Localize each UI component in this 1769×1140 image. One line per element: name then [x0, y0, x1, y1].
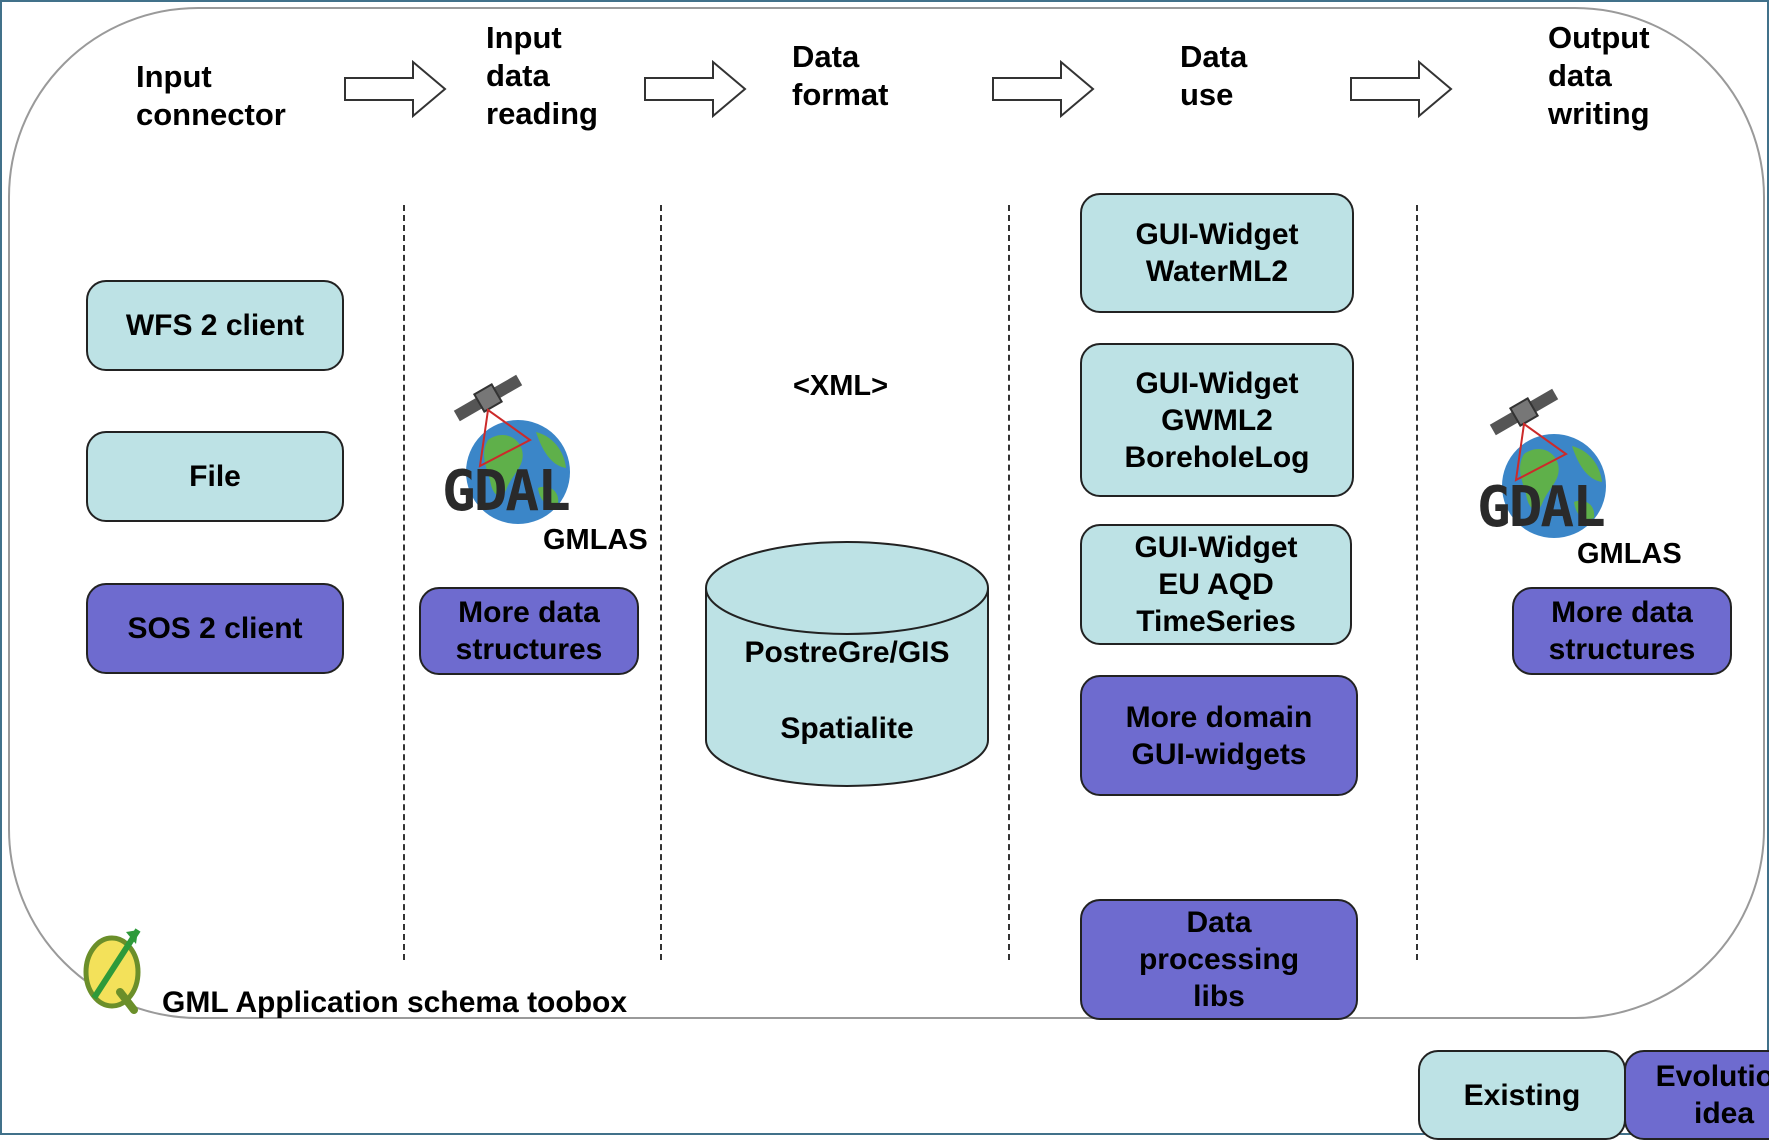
data-processing-libs-box: Data processing libs	[1080, 899, 1358, 1020]
gmlas-label: GMLAS	[543, 524, 648, 556]
flow-arrow-icon	[1350, 60, 1453, 118]
wfs2-client-box: WFS 2 client	[86, 280, 344, 371]
flow-arrow-icon	[344, 60, 447, 118]
flow-arrow-icon	[644, 60, 747, 118]
gdal-logo-text: GDAL	[442, 459, 571, 524]
qgis-logo-icon	[83, 928, 141, 1014]
more-data-structures-input-box: More data structures	[419, 587, 639, 675]
stage-data-use: Data use	[1180, 39, 1248, 112]
stage-input-connector: Input connector	[136, 59, 286, 132]
gui-widget-waterml2-box: GUI-Widget WaterML2	[1080, 193, 1354, 313]
column-divider	[660, 205, 662, 960]
column-divider	[1008, 205, 1010, 960]
gui-widget-gwml2-boreholelog-box: GUI-Widget GWML2 BoreholeLog	[1080, 343, 1354, 497]
xml-label: <XML>	[793, 370, 889, 402]
legend-existing: Existing	[1418, 1050, 1626, 1140]
stage-data-format: Data format	[792, 39, 889, 112]
toolbox-title: GML Application schema toobox	[162, 986, 628, 1019]
gui-widget-eu-aqd-timeseries-box: GUI-Widget EU AQD TimeSeries	[1080, 524, 1352, 645]
sos2-client-box: SOS 2 client	[86, 583, 344, 674]
gdal-logo-text: GDAL	[1477, 475, 1606, 540]
satellite-globe-icon	[453, 374, 570, 524]
stage-input-data-reading: Input data reading	[486, 20, 598, 131]
more-domain-gui-widgets-box: More domain GUI-widgets	[1080, 675, 1358, 796]
stage-output-data-writing: Output data writing	[1548, 20, 1650, 131]
file-box: File	[86, 431, 344, 522]
column-divider	[403, 205, 405, 960]
satellite-globe-icon	[1489, 388, 1606, 538]
column-divider	[1416, 205, 1418, 960]
legend-evolution-idea: Evolution idea	[1624, 1050, 1769, 1140]
database-label: PostreGre/GIS Spatialite	[744, 636, 950, 745]
more-data-structures-output-box: More data structures	[1512, 587, 1732, 675]
database-cylinder-icon	[705, 541, 989, 787]
flow-arrow-icon	[992, 60, 1095, 118]
gmlas-label: GMLAS	[1577, 538, 1682, 570]
